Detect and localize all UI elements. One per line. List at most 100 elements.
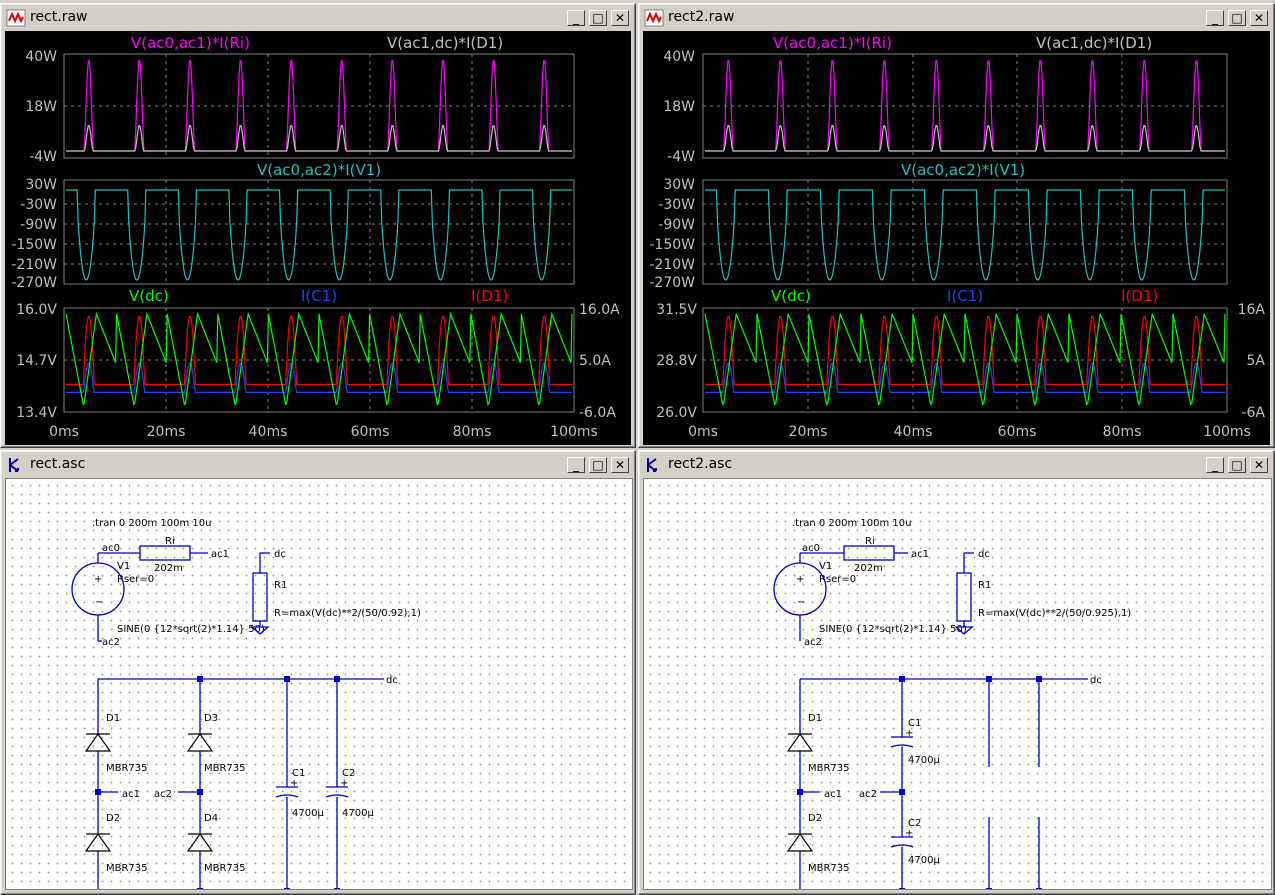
net-label-ac1-2[interactable]: ac1 [824,789,842,800]
d4-model[interactable]: MBR735 [204,863,246,874]
directive-text[interactable]: .tran 0 200m 100m 10u [792,518,911,529]
ri-value[interactable]: 202m [154,563,183,574]
r1-name[interactable]: R1 [978,580,991,591]
net-label-dc[interactable]: dc [274,549,286,560]
net-label-ac1[interactable]: ac1 [911,549,929,560]
title-bar[interactable]: rect.asc _ □ ✕ [4,454,632,476]
net-label-ac2[interactable]: ac2 [804,637,822,648]
resistor-r1[interactable] [956,572,972,622]
c1-name[interactable]: C1 [908,718,921,729]
resistor-ri[interactable] [139,545,191,561]
xtick: 20ms [147,424,186,440]
d2-name[interactable]: D2 [808,813,822,824]
diodes[interactable] [84,732,214,852]
plot-pane-source-power[interactable] [702,179,1228,285]
trace-label-vdc[interactable]: V(dc) [771,287,811,305]
d3-model[interactable]: MBR735 [204,763,246,774]
xtick: 0ms [49,424,79,440]
x-axis: 0ms 20ms 40ms 60ms 80ms 100ms [688,424,1251,440]
maximize-button[interactable]: □ [589,10,607,26]
net-label-ac2-2[interactable]: ac2 [154,789,172,800]
plot-pane-source-power[interactable] [63,179,575,285]
net-label-ac1[interactable]: ac1 [211,549,229,560]
title-bar[interactable]: rect2.asc _ □ ✕ [642,454,1271,476]
trace-label-pri[interactable]: V(ac0,ac1)*I(Ri) [131,34,250,52]
trace-label-pv1[interactable]: V(ac0,ac2)*I(V1) [257,161,381,179]
d1-name[interactable]: D1 [106,713,120,724]
maximize-button[interactable]: □ [1228,457,1246,473]
d1-name[interactable]: D1 [808,713,822,724]
c1-name[interactable]: C1 [292,768,305,779]
d2-model[interactable]: MBR735 [808,863,850,874]
window-rect2-asc[interactable]: rect2.asc _ □ ✕ .tran 0 200m 100m 10u ac… [638,450,1275,895]
minimize-button[interactable]: _ [567,10,585,26]
d2-name[interactable]: D2 [106,813,120,824]
d1-model[interactable]: MBR735 [106,763,148,774]
v1-value[interactable]: SINE(0 {12*sqrt(2)*1.14} 50) [819,624,967,635]
c1-value[interactable]: 4700µ [292,808,324,819]
net-label-dc[interactable]: dc [978,549,990,560]
directive-text[interactable]: .tran 0 200m 100m 10u [92,518,211,529]
trace-label-ic1[interactable]: I(C1) [301,287,337,305]
waveform-viewer[interactable]: V(ac0,ac1)*I(Ri) V(ac1,dc)*I(D1) 40W 18W… [5,31,631,445]
close-button[interactable]: ✕ [1250,10,1268,26]
net-label-ac0[interactable]: ac0 [102,543,120,554]
title-bar[interactable]: rect.raw _ □ ✕ [4,7,632,29]
trace-label-vdc[interactable]: V(dc) [129,287,169,305]
minimize-button[interactable]: _ [567,457,585,473]
trace-label-id1[interactable]: I(D1) [471,287,508,305]
net-label-ac2[interactable]: ac2 [102,637,120,648]
v1-value[interactable]: SINE(0 {12*sqrt(2)*1.14} 50) [117,624,265,635]
c2-name[interactable]: C2 [908,818,921,829]
x-axis: 0ms 20ms 40ms 60ms 80ms 100ms [49,424,598,440]
maximize-button[interactable]: □ [1228,10,1246,26]
c2-value[interactable]: 4700µ [908,855,940,866]
net-label-ac1-2[interactable]: ac1 [122,789,140,800]
waveform-viewer[interactable]: V(ac0,ac1)*I(Ri) V(ac1,dc)*I(D1) 40W 18W… [643,31,1270,445]
ri-name[interactable]: Ri [165,536,175,547]
net-label-ac0[interactable]: ac0 [802,543,820,554]
v1-name[interactable]: V1 [819,561,832,572]
close-button[interactable]: ✕ [1250,457,1268,473]
close-button[interactable]: ✕ [611,457,629,473]
trace-label-pv1[interactable]: V(ac0,ac2)*I(V1) [901,161,1025,179]
v1-name[interactable]: V1 [117,561,130,572]
ytick: 40W [25,49,57,65]
d3-name[interactable]: D3 [204,713,218,724]
net-label-dc-2[interactable]: dc [386,675,398,686]
trace-label-id1[interactable]: I(D1) [1121,287,1158,305]
schematic-drawing: .tran 0 200m 100m 10u ac0 Ri 202m ac1 dc… [773,518,1131,889]
minimize-button[interactable]: _ [1206,10,1224,26]
v1-rser[interactable]: Rser=0 [117,574,154,585]
trace-label-pri[interactable]: V(ac0,ac1)*I(Ri) [773,34,892,52]
ri-name[interactable]: Ri [865,536,875,547]
window-rect-raw[interactable]: rect.raw _ □ ✕ V(ac0,ac1)*I(Ri) V(ac1,dc… [0,3,636,448]
c1-value[interactable]: 4700µ [908,755,940,766]
r1-value[interactable]: R=max(V(dc)**2/(50/0.92),1) [274,608,421,619]
d1-model[interactable]: MBR735 [808,763,850,774]
ri-value[interactable]: 202m [854,563,883,574]
r1-name[interactable]: R1 [274,580,287,591]
resistor-ri[interactable] [843,545,895,561]
maximize-button[interactable]: □ [589,457,607,473]
close-button[interactable]: ✕ [611,10,629,26]
minimize-button[interactable]: _ [1206,457,1224,473]
c2-value[interactable]: 4700µ [342,808,374,819]
resistor-r1[interactable] [252,572,268,622]
window-rect-asc[interactable]: rect.asc _ □ ✕ .tran 0 200m 100m 10u ac0… [0,450,636,895]
window-rect2-raw[interactable]: rect2.raw _ □ ✕ V(ac0,ac1)*I(Ri) V(ac1,d… [638,3,1275,448]
title-bar[interactable]: rect2.raw _ □ ✕ [642,7,1271,29]
v1-rser[interactable]: Rser=0 [819,574,856,585]
d2-model[interactable]: MBR735 [106,863,148,874]
diodes[interactable] [786,732,814,852]
d4-name[interactable]: D4 [204,813,218,824]
c2-name[interactable]: C2 [342,768,355,779]
trace-label-ic1[interactable]: I(C1) [947,287,983,305]
schematic-canvas[interactable]: .tran 0 200m 100m 10u ac0 Ri 202m ac1 dc… [643,478,1272,890]
net-label-ac2-2[interactable]: ac2 [859,789,877,800]
r1-value[interactable]: R=max(V(dc)**2/(50/0.925),1) [978,608,1131,619]
net-label-dc-2[interactable]: dc [1090,675,1102,686]
trace-label-pd1[interactable]: V(ac1,dc)*I(D1) [1036,34,1152,52]
schematic-canvas[interactable]: .tran 0 200m 100m 10u ac0 Ri 202m ac1 dc… [5,478,633,890]
trace-label-pd1[interactable]: V(ac1,dc)*I(D1) [387,34,503,52]
